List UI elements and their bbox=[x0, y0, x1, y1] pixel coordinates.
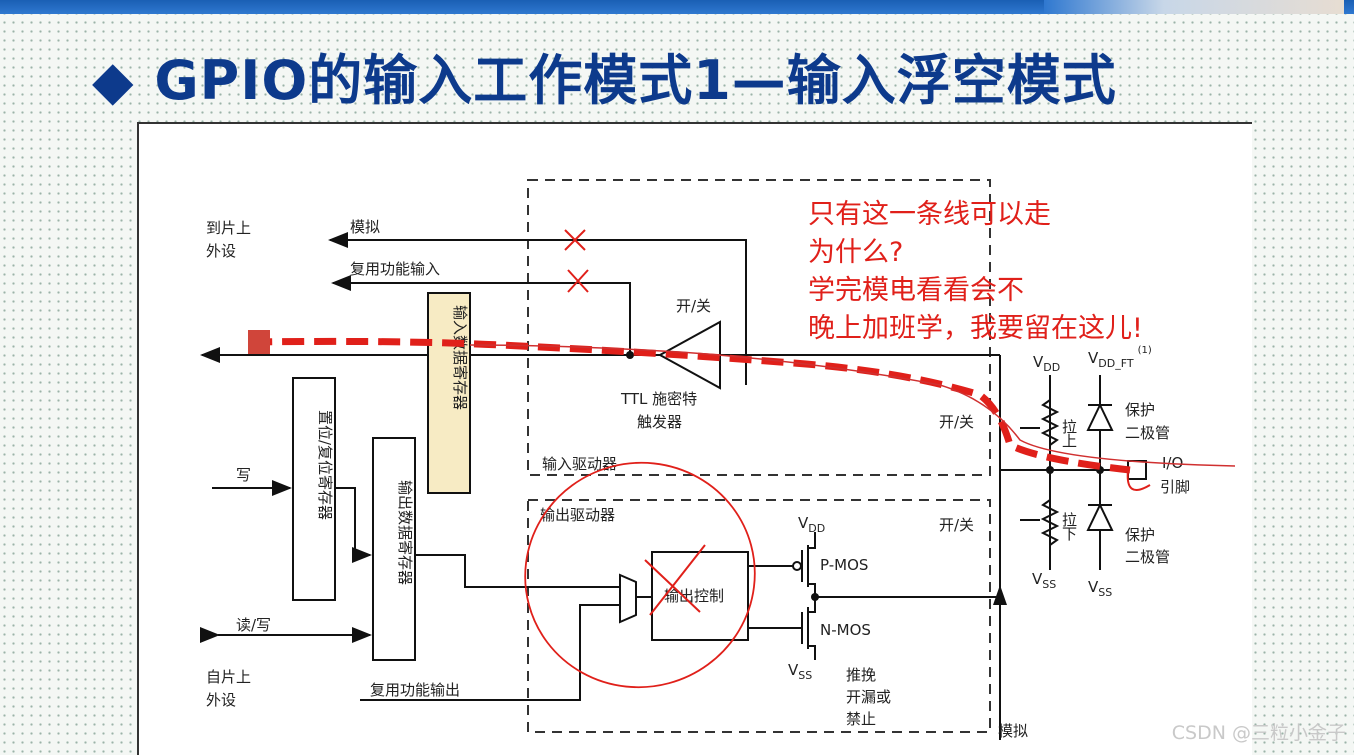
label-from-peripheral-2: 外设 bbox=[206, 691, 236, 709]
label-nmos: N-MOS bbox=[820, 621, 871, 639]
label-input-driver: 输入驱动器 bbox=[542, 455, 617, 473]
analog-line bbox=[328, 232, 747, 385]
label-pull-up-2: 上 bbox=[1062, 432, 1077, 450]
label-output-control: 输出控制 bbox=[664, 587, 724, 605]
label-vdd-right: VDD bbox=[1033, 353, 1060, 374]
label-push-pull-3: 禁止 bbox=[846, 710, 876, 728]
banner-photo bbox=[1044, 0, 1344, 14]
label-on-off-top: 开/关 bbox=[676, 297, 711, 315]
label-pull-down-2: 下 bbox=[1062, 525, 1077, 543]
annotation-line-1: 只有这一条线可以走 bbox=[808, 199, 1051, 230]
set-reset-register bbox=[292, 377, 336, 601]
label-input-data-reg: 输入数据寄存器 bbox=[451, 305, 469, 410]
af-input-line bbox=[331, 275, 631, 355]
label-protect-4: 二极管 bbox=[1125, 548, 1170, 566]
pull-up-resistor-icon bbox=[1040, 399, 1060, 446]
label-vss-right-2: VSS bbox=[1088, 578, 1112, 599]
label-write: 写 bbox=[236, 466, 251, 484]
label-on-off-mid: 开/关 bbox=[939, 413, 974, 431]
slide-title: ◆ GPIO的输入工作模式1—输入浮空模式 bbox=[92, 46, 1117, 116]
label-io-1: I/O bbox=[1162, 454, 1183, 472]
diode-down-icon bbox=[1086, 502, 1114, 531]
diode-up-icon bbox=[1086, 402, 1114, 431]
red-x-mark-2 bbox=[567, 269, 589, 293]
label-vss-right-1: VSS bbox=[1032, 570, 1056, 591]
input-driver-box bbox=[527, 179, 991, 476]
label-protect-1: 保护 bbox=[1125, 401, 1155, 419]
label-pull-down-1: 拉 bbox=[1062, 511, 1077, 529]
label-analog-bottom: 模拟 bbox=[998, 722, 1028, 740]
input-data-register bbox=[427, 292, 471, 494]
annotation-line-4: 晚上加班学，我要留在这儿! bbox=[808, 313, 1143, 344]
label-protect-2: 二极管 bbox=[1125, 424, 1170, 442]
label-output-driver: 输出驱动器 bbox=[540, 506, 615, 524]
label-ttl-2: 触发器 bbox=[637, 413, 682, 431]
slide-title-text: ◆ GPIO的输入工作模式1—输入浮空模式 bbox=[92, 49, 1117, 112]
label-set-reset-reg: 置位/复位寄存器 bbox=[316, 410, 334, 520]
label-on-off-low: 开/关 bbox=[939, 516, 974, 534]
label-push-pull-1: 推挽 bbox=[846, 666, 876, 684]
label-read-write: 读/写 bbox=[236, 616, 271, 634]
label-vdd-mos: VDD bbox=[798, 514, 825, 535]
label-from-peripheral-1: 自片上 bbox=[206, 668, 251, 686]
label-vss-mos: VSS bbox=[788, 661, 812, 682]
junction-dot bbox=[626, 351, 634, 359]
label-af-input: 复用功能输入 bbox=[350, 260, 440, 278]
red-x-output-control bbox=[644, 544, 706, 616]
label-analog: 模拟 bbox=[350, 218, 380, 236]
top-banner bbox=[0, 0, 1354, 14]
label-to-peripheral-2: 外设 bbox=[206, 242, 236, 260]
watermark: CSDN @三粒小金子 bbox=[1171, 722, 1346, 744]
red-thin-path bbox=[469, 344, 1236, 467]
pull-down-resistor-icon bbox=[1040, 499, 1060, 546]
red-cross-mark bbox=[248, 330, 270, 354]
label-pmos: P-MOS bbox=[820, 556, 868, 574]
label-ttl-1: TTL 施密特 bbox=[620, 390, 697, 408]
red-x-mark-1 bbox=[564, 229, 586, 251]
label-af-output: 复用功能输出 bbox=[370, 681, 460, 699]
label-io-2: 引脚 bbox=[1160, 478, 1190, 496]
label-protect-3: 保护 bbox=[1125, 526, 1155, 544]
label-vdd-ft: VDD_FT(1) bbox=[1088, 345, 1152, 370]
output-driver-box bbox=[527, 499, 991, 733]
red-annotation-text: 只有这一条线可以走 为什么? 学完模电看看会不 晚上加班学，我要留在这儿! bbox=[808, 196, 1143, 348]
io-pin-icon bbox=[1127, 460, 1147, 480]
label-to-peripheral-1: 到片上 bbox=[206, 219, 251, 237]
annotation-line-3: 学完模电看看会不 bbox=[808, 275, 1024, 306]
annotation-line-2: 为什么? bbox=[808, 237, 904, 268]
output-data-register bbox=[372, 437, 416, 661]
label-pull-up-1: 拉 bbox=[1062, 418, 1077, 436]
label-push-pull-2: 开漏或 bbox=[846, 688, 891, 706]
output-control-block bbox=[651, 551, 749, 641]
red-circle-output bbox=[524, 461, 756, 689]
mux-icon bbox=[619, 573, 637, 624]
label-output-data-reg: 输出数据寄存器 bbox=[396, 480, 414, 585]
